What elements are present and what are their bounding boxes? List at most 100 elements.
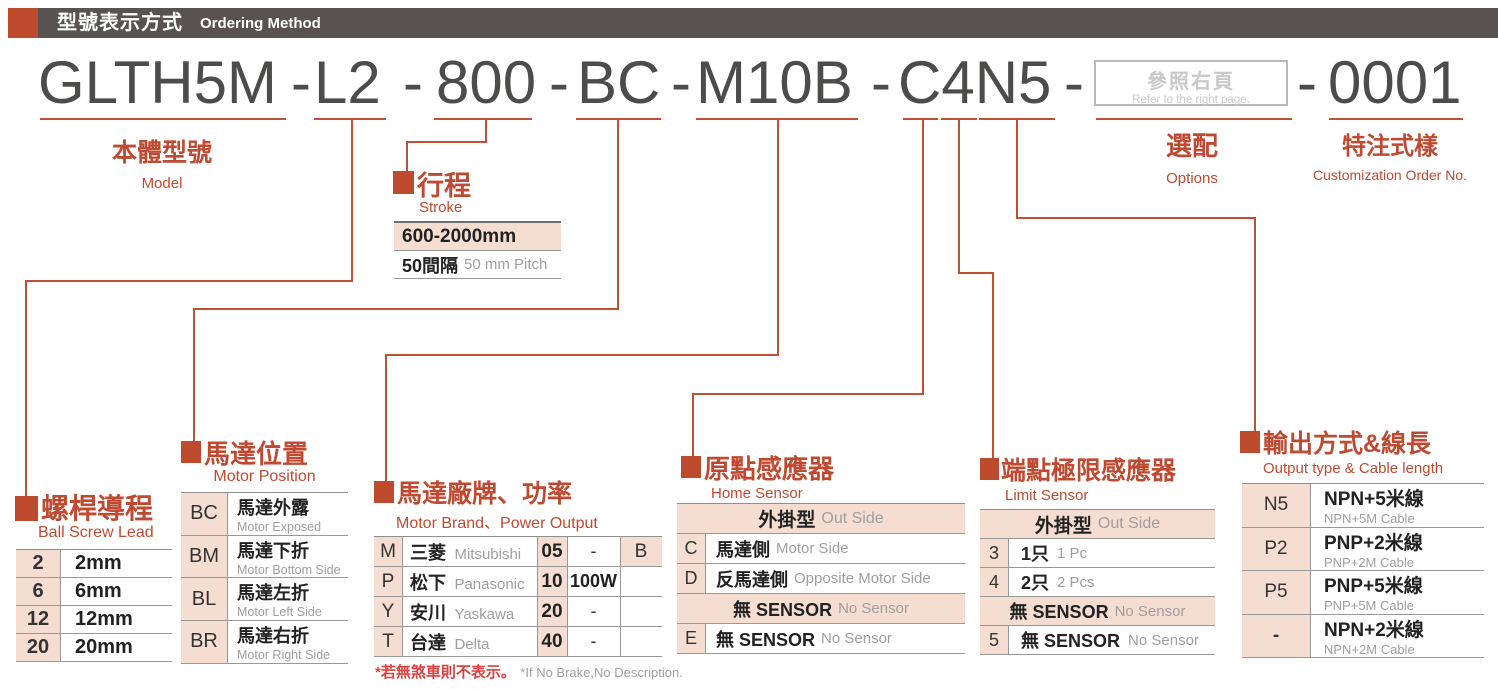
brand-en: Panasonic	[454, 575, 525, 593]
table-row: BM 馬達下折 Motor Bottom Side	[181, 536, 348, 579]
line-home-sensor	[922, 120, 924, 395]
line-lead	[351, 120, 353, 282]
line-position	[193, 308, 195, 442]
model-seg-brand: M10B	[696, 49, 853, 116]
pink-column	[181, 493, 227, 664]
line-home-sensor	[692, 393, 694, 457]
brand-zh: 台達	[410, 632, 446, 653]
line-position	[193, 308, 619, 310]
header-bar	[8, 8, 1498, 38]
lead-title-zh: 螺桿導程	[41, 493, 154, 524]
output-en: PNP+5M Cable	[1324, 598, 1414, 614]
dash: -	[1297, 49, 1317, 116]
header-en: Out Side	[821, 509, 884, 527]
pink-column	[374, 537, 402, 657]
sensor-zh: 馬達側	[716, 539, 770, 560]
customization-label-zh: 特注式樣	[1342, 133, 1438, 160]
line-position	[617, 120, 619, 310]
brand-code: T	[382, 630, 394, 652]
pink-column	[537, 537, 567, 657]
header-zh: 外掛型	[1034, 515, 1092, 537]
sensor-en: 1 Pc	[1057, 544, 1088, 562]
lead-code: 6	[32, 580, 44, 602]
output-code: N5	[1263, 494, 1289, 516]
table-row: M 三菱 Mitsubishi 05 - B	[374, 537, 662, 567]
column-divider	[567, 537, 568, 657]
output-zh: NPN+5米線	[1324, 489, 1424, 511]
position-en: Motor Left Side	[237, 605, 322, 620]
column-divider	[402, 537, 403, 657]
underline-body	[40, 118, 286, 120]
position-code: BR	[190, 630, 218, 653]
brand-en: Yaskawa	[454, 605, 515, 623]
power-value: -	[590, 631, 597, 651]
model-seg-lead: L2	[314, 49, 381, 116]
underline-position	[576, 118, 661, 120]
header-en: Out Side	[1097, 515, 1161, 532]
model-label-zh: 本體型號	[111, 139, 212, 167]
sensor-code: E	[677, 624, 705, 653]
table-row: - NPN+2米線 NPN+2M Cable	[1242, 615, 1484, 658]
page-title-en: Ordering Method	[200, 15, 321, 32]
options-placeholder-box: 參照右頁 Refer to the right page.	[1094, 60, 1288, 106]
page-title-zh: 型號表示方式	[57, 12, 183, 34]
line-lead	[25, 280, 27, 498]
line-brand	[385, 354, 387, 482]
output-zh: PNP+5米線	[1324, 576, 1423, 598]
output-title-zh: 輸出方式&線長	[1263, 430, 1432, 458]
header-zh: 外掛型	[758, 510, 816, 531]
table-row: BL 馬達左折 Motor Left Side	[181, 578, 348, 622]
home-sensor-title-en: Home Sensor	[711, 485, 803, 502]
model-label-en: Model	[141, 175, 183, 192]
position-title-en: Motor Position	[213, 468, 316, 485]
line-output	[1016, 120, 1018, 219]
motor-position-table: BC 馬達外露 Motor Exposed BM 馬達下折 Motor Bott…	[181, 492, 348, 664]
underline-options	[1096, 118, 1292, 120]
position-zh: 馬達下折	[237, 540, 309, 561]
header-zh: 無 SENSOR	[1009, 602, 1109, 622]
table-row: P 松下 Panasonic 10 100W	[374, 567, 662, 597]
options-label: 選配 Options	[1092, 126, 1292, 187]
lead-bullet-square	[15, 496, 38, 521]
sensor-code: 5	[980, 626, 1008, 654]
column-divider	[227, 493, 228, 664]
brand-footnote-en: *If No Brake,No Description.	[520, 665, 683, 680]
stroke-title-en: Stroke	[419, 199, 463, 216]
output-code: P5	[1264, 581, 1288, 603]
underline-limit	[941, 118, 977, 120]
power-value: 100W	[569, 571, 618, 591]
lead-value: 6mm	[75, 580, 122, 602]
table-row: T 台達 Delta 40 -	[374, 627, 662, 657]
position-title-zh: 馬達位置	[204, 439, 309, 469]
line-stroke	[406, 141, 408, 173]
brand-title-zh: 馬達廠牌、功率	[397, 480, 573, 508]
stroke-pitch-en: 50 mm Pitch	[464, 256, 548, 273]
underline-lead	[314, 118, 386, 120]
options-box-zh: 參照右頁	[1147, 71, 1235, 93]
table-row: Y 安川 Yaskawa 20 -	[374, 597, 662, 627]
brand-footnote-zh: *若無煞車則不表示。	[375, 664, 516, 681]
limit-sensor-title-en: Limit Sensor	[1005, 487, 1089, 504]
sensor-code: 4	[980, 568, 1008, 596]
output-code: -	[1272, 624, 1280, 646]
customization-label: 特注式樣 Customization Order No.	[1282, 126, 1498, 183]
line-limit-sensor	[958, 272, 994, 274]
position-en: Motor Exposed	[237, 519, 322, 534]
brand-footnote: *若無煞車則不表示。 *If No Brake,No Description.	[375, 661, 683, 682]
table-header-row: 外掛型 Out Side	[677, 504, 965, 534]
limit-sensor-title-zh: 端點極限感應器	[1001, 457, 1177, 485]
line-lead	[25, 280, 353, 282]
brand-code: P	[381, 570, 395, 592]
output-table: N5 NPN+5米線 NPN+5M Cable P2 PNP+2米線 PNP+2…	[1242, 483, 1484, 658]
stroke-title-zh: 行程	[417, 171, 471, 201]
column-divider	[537, 537, 538, 657]
line-home-sensor	[692, 393, 924, 395]
lead-value: 12mm	[75, 608, 133, 630]
underline-stroke	[434, 118, 532, 120]
table-row: D 反馬達側 Opposite Motor Side	[677, 564, 965, 594]
table-row: 12 12mm	[16, 606, 172, 634]
position-zh: 馬達外露	[237, 497, 309, 518]
position-code: BC	[190, 502, 218, 525]
brand-title-en: Motor Brand、Power Output	[396, 515, 598, 532]
line-brand	[385, 354, 779, 356]
